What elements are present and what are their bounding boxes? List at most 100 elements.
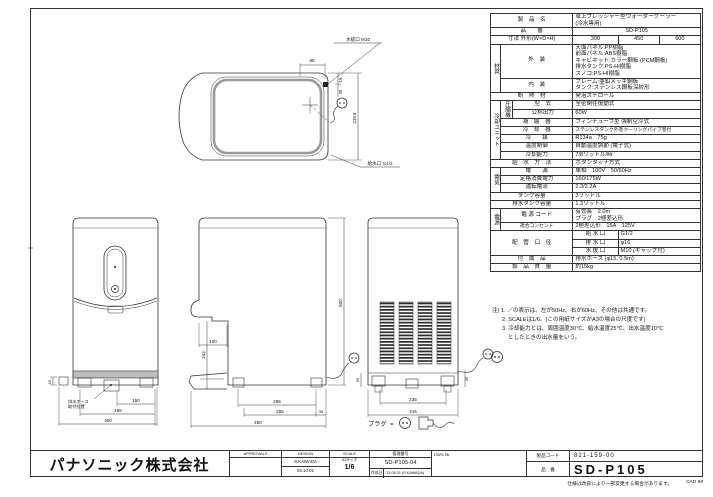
dim-label: 450 — [254, 420, 262, 425]
spec-row-wattage: 定格消費電力 160/175W — [491, 175, 701, 185]
scale-value: 1/6 — [344, 464, 355, 471]
control-number-cell: 管理番号 SD-P105-04 作成日'13.08.21 (S.KAWADA) — [370, 451, 432, 478]
dim-label: 100 — [209, 339, 217, 344]
spec-row-model: 品 番 SD-P105 — [489, 27, 701, 37]
plug-legend-label: プラグ — [368, 420, 387, 428]
control-number-label: 管理番号 — [370, 451, 431, 458]
note-line: としたときの出水量をいう。 — [508, 335, 581, 341]
spec-row-cooler: 冷 却 器 ステンレスタンク外巻クーリングパイプ巻付 — [491, 125, 701, 136]
dim-label: 315 — [409, 409, 417, 414]
dim-label: 255 — [114, 408, 122, 413]
note-line: 3. 冷却能力とは、周囲温度30℃、給水温度25℃、出水温度10℃ — [502, 326, 664, 332]
disclaimer-text: 仕様は改良により一部変更する場合があります。 — [567, 482, 673, 487]
spec-row-product: 製 品 名 卓上プレッシャー型ウォータークーラー(冷水専用) — [489, 12, 701, 29]
dim-label: 45 — [464, 376, 469, 381]
side-view — [188, 217, 360, 428]
scale-paper-size: A3サイズ — [341, 458, 358, 462]
spec-row-accessory: 付 属 品 排水ホース (φ15, 0.5m) — [489, 254, 701, 265]
notes: 注) 1. ／の表示は、左が50Hz、右が60Hz、その他は共通です。 2. S… — [492, 307, 704, 343]
approvals-label: APPROVALS — [230, 451, 281, 458]
spec-row-outlet: 適合コンセント 2極差込形 15A 125V — [491, 222, 701, 232]
vent-port — [323, 82, 328, 87]
dim-label: 235 — [409, 397, 417, 402]
dim-label: 255 — [276, 409, 284, 414]
indicator-led — [114, 266, 116, 268]
spec-row-interior: 内 装 フレーム:亜鉛メッキ鋼板タンク:ステンレス鋼板深絞形 — [491, 77, 701, 93]
spec-row-comp-type: 冷却ユニット 圧縮機 型 式 全密閉往復動式 — [489, 99, 701, 160]
spec-row-exterior: 材質 外 装 天面パネル:PP樹脂前面パネル:ABS樹脂キャビネット:カラー鋼板… — [489, 43, 701, 93]
plug-icon — [329, 97, 348, 124]
title-block: パナソニック株式会社 APPROVALS DESIGN S.KAWADA 03.… — [30, 450, 703, 478]
plan-callout-vent: 水抜口 M10 — [346, 36, 370, 43]
spec-row-tank: タンク容量 3リットル — [489, 191, 701, 201]
model-number-large: SD-P105 — [574, 462, 648, 477]
dim-label: 15 — [47, 379, 52, 384]
model-label: 品 番 — [527, 462, 570, 477]
cad-stamp: CAD 99 — [686, 480, 703, 485]
spec-row-power: 電気 電 源 単相 100V 50/60Hz — [489, 166, 701, 193]
note-line: 2. SCALEは1/6。(この用紙サイズがA3の場合の尺度です) — [502, 317, 646, 323]
control-number: SD-P105-04 — [370, 458, 431, 469]
dim-label: 45 — [338, 89, 343, 94]
dim-label: 35 — [355, 377, 360, 382]
push-button — [111, 285, 119, 293]
form-number-cell: DWG.№ — [432, 451, 527, 477]
design-cell: DESIGN S.KAWADA 03.10.01 — [282, 451, 330, 477]
spec-row-drain-tank: 排水タンク容量 1.3リットル — [489, 199, 701, 210]
plan-callout-inlet: 給水口 G1/2 — [367, 160, 392, 167]
plug-icon — [457, 348, 494, 373]
spec-row-refrigerant: 冷 媒 R134a 75g — [491, 134, 701, 144]
dim-label: 295 — [273, 399, 281, 404]
plan-view — [178, 42, 400, 168]
plug-legend — [399, 416, 455, 430]
created-label: 作成日 — [370, 469, 385, 478]
spec-row-current: 運転電流 2.3/2.2A — [491, 183, 701, 193]
dim-label: 35 — [319, 409, 324, 414]
spec-table: 製 品 名 卓上プレッシャー型ウォータークーラー(冷水専用) 品 番 SD-P1… — [489, 12, 703, 273]
plug-legend-equals: = — [390, 422, 394, 428]
sheet-border — [30, 8, 703, 477]
spec-row-insulation: 断 熱 材 発泡スチロール — [489, 91, 701, 101]
scale-label: SCALE — [330, 451, 369, 458]
dim-label: 239.5 — [352, 112, 357, 124]
plug-icon — [325, 352, 360, 379]
spec-row-condenser: 凝 縮 器 フィンチューブ型 強制空冷式 — [491, 117, 701, 127]
scale-cell: SCALE A3サイズ 1/6 — [330, 451, 370, 477]
dim-label: 600 — [338, 299, 343, 307]
company-name: パナソニック株式会社 — [30, 451, 230, 477]
hose-callout-line1: 排水ホース — [68, 398, 89, 405]
drawing-views: 水抜口 M10 給水口 G1/2 65 16 45 239.5 15 150 2… — [28, 36, 494, 430]
rear-view — [360, 217, 494, 417]
created-value: '13.08.21 (S.KAWADA) — [385, 471, 425, 475]
dim-label: 150 — [132, 398, 140, 403]
approvals-cell: APPROVALS — [230, 451, 282, 477]
spec-row-temp-control: 温度制御 自動温度調節 (電子式) — [491, 142, 701, 152]
drip-tray — [188, 372, 228, 390]
plug-glyph — [418, 416, 434, 430]
projection-symbol — [491, 351, 503, 363]
design-date: 03.10.01 — [296, 468, 315, 473]
design-label: DESIGN — [282, 451, 329, 458]
dim-label: 16 — [338, 77, 343, 82]
design-name: S.KAWADA — [282, 458, 329, 467]
hose-callout-line2: 取付位置 — [68, 403, 85, 410]
model-number: SD-P105 — [572, 27, 701, 37]
spec-row-mass: 製 品 質 量 約15kg — [489, 263, 701, 273]
dim-label: 300 — [104, 418, 112, 423]
dim-label: 243 — [201, 351, 206, 359]
spec-row-feed: 給 水 方 法 ボタンタッチ方式 — [489, 158, 701, 168]
product-name: 卓上プレッシャー型ウォータークーラー — [575, 14, 677, 20]
product-code: 821-159-00 — [574, 453, 615, 459]
spec-row-capacity: 冷却能力 7/8リットル/時 — [491, 150, 701, 160]
product-code-label: 製品コード — [527, 451, 570, 461]
dim-label: 65 — [309, 58, 315, 63]
vent-grille — [379, 301, 452, 365]
front-view — [50, 217, 159, 426]
base-band — [72, 370, 159, 379]
spec-row-comp-output: 公称出力 60W — [491, 108, 701, 119]
